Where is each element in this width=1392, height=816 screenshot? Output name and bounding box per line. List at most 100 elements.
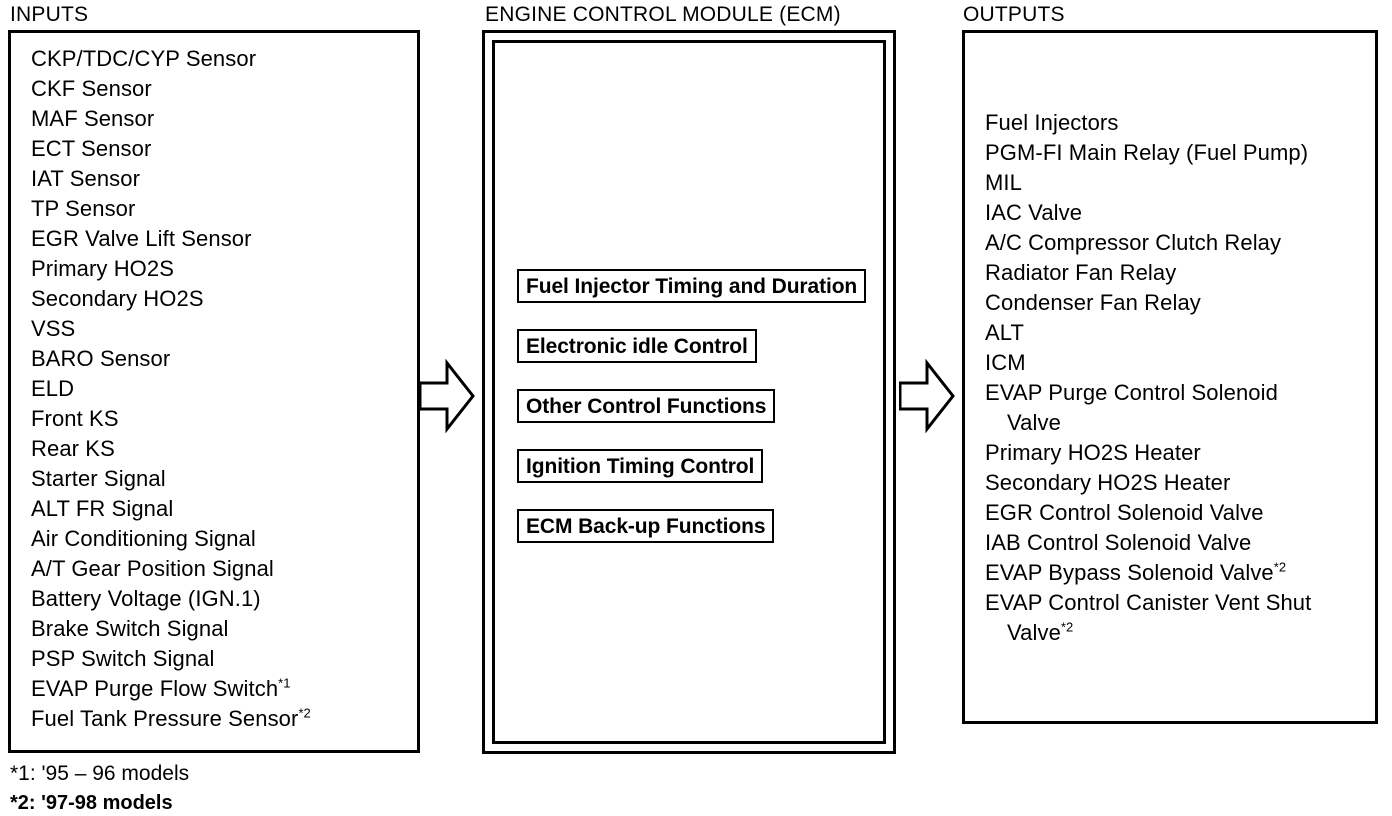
footnote-marker: *1 xyxy=(278,675,291,691)
list-item: Secondary HO2S xyxy=(31,284,409,314)
list-item: Valve*2 xyxy=(985,618,1367,648)
ecm-function-label: Electronic idle Control xyxy=(526,334,748,358)
ecm-inner-frame: Fuel Injector Timing and Duration Electr… xyxy=(492,40,886,744)
list-item: A/T Gear Position Signal xyxy=(31,554,409,584)
footnote-marker: *2 xyxy=(298,705,311,721)
ecm-function-label: Ignition Timing Control xyxy=(526,454,755,478)
list-item-label: Starter Signal xyxy=(31,466,166,491)
list-item: Air Conditioning Signal xyxy=(31,524,409,554)
list-item-label: EVAP Purge Flow Switch xyxy=(31,676,279,701)
footnote-2: *2: '97-98 models xyxy=(10,792,173,814)
list-item: TP Sensor xyxy=(31,194,409,224)
list-item: EVAP Bypass Solenoid Valve*2 xyxy=(985,558,1367,588)
list-item: PGM-FI Main Relay (Fuel Pump) xyxy=(985,138,1367,168)
ecm-function-box: ECM Back-up Functions xyxy=(517,509,775,543)
list-item: EVAP Purge Control Solenoid xyxy=(985,378,1367,408)
ecm-function-box: Fuel Injector Timing and Duration xyxy=(517,269,867,303)
list-item-label: IAC Valve xyxy=(985,200,1083,225)
list-item: ICM xyxy=(985,348,1367,378)
ecm-function-label: Other Control Functions xyxy=(526,394,767,418)
list-item: VSS xyxy=(31,314,409,344)
list-item: CKP/TDC/CYP Sensor xyxy=(31,44,409,74)
list-item-label: Air Conditioning Signal xyxy=(31,526,256,551)
footnote-1: *1: '95 – 96 models xyxy=(10,762,190,785)
list-item-label: ECT Sensor xyxy=(31,136,152,161)
list-item-label: EVAP Bypass Solenoid Valve xyxy=(985,560,1274,585)
list-item-label: Valve xyxy=(1007,620,1061,645)
list-item: IAC Valve xyxy=(985,198,1367,228)
list-item: ALT FR Signal xyxy=(31,494,409,524)
list-item: Battery Voltage (IGN.1) xyxy=(31,584,409,614)
list-item: PSP Switch Signal xyxy=(31,644,409,674)
ecm-panel: Fuel Injector Timing and Duration Electr… xyxy=(482,30,896,754)
list-item-label: Front KS xyxy=(31,406,119,431)
list-item: Primary HO2S xyxy=(31,254,409,284)
list-item: Fuel Tank Pressure Sensor*2 xyxy=(31,704,409,734)
list-item-label: Fuel Tank Pressure Sensor xyxy=(31,706,299,731)
list-item-label: IAB Control Solenoid Valve xyxy=(985,530,1252,555)
list-item: Starter Signal xyxy=(31,464,409,494)
list-item: EGR Control Solenoid Valve xyxy=(985,498,1367,528)
list-item-label: MIL xyxy=(985,170,1022,195)
list-item: MIL xyxy=(985,168,1367,198)
list-item: Valve xyxy=(985,408,1367,438)
list-item-label: EGR Valve Lift Sensor xyxy=(31,226,252,251)
ecm-section-title: ENGINE CONTROL MODULE (ECM) xyxy=(485,3,841,26)
list-item-label: Secondary HO2S Heater xyxy=(985,470,1231,495)
list-item-label: Rear KS xyxy=(31,436,115,461)
list-item: A/C Compressor Clutch Relay xyxy=(985,228,1367,258)
ecm-function-box: Electronic idle Control xyxy=(517,329,757,363)
right-arrow-icon xyxy=(899,358,955,434)
list-item-label: BARO Sensor xyxy=(31,346,171,371)
list-item: ALT xyxy=(985,318,1367,348)
list-item: IAT Sensor xyxy=(31,164,409,194)
footnote-marker: *2 xyxy=(1060,619,1074,635)
list-item: MAF Sensor xyxy=(31,104,409,134)
list-item: EVAP Control Canister Vent Shut xyxy=(985,588,1367,618)
list-item-label: Valve xyxy=(1007,410,1061,435)
list-item: BARO Sensor xyxy=(31,344,409,374)
list-item-label: IAT Sensor xyxy=(31,166,141,191)
list-item-label: ALT FR Signal xyxy=(31,496,174,521)
list-item-label: Primary HO2S xyxy=(31,256,174,281)
list-item-label: ICM xyxy=(985,350,1026,375)
list-item: Secondary HO2S Heater xyxy=(985,468,1367,498)
ecm-function-label: Fuel Injector Timing and Duration xyxy=(526,274,858,298)
ecm-function-box: Ignition Timing Control xyxy=(517,449,764,483)
list-item-label: CKP/TDC/CYP Sensor xyxy=(31,46,257,71)
list-item: CKF Sensor xyxy=(31,74,409,104)
list-item-label: A/C Compressor Clutch Relay xyxy=(985,230,1282,255)
list-item-label: Secondary HO2S xyxy=(31,286,204,311)
list-item: Brake Switch Signal xyxy=(31,614,409,644)
list-item-label: TP Sensor xyxy=(31,196,136,221)
list-item-label: EGR Control Solenoid Valve xyxy=(985,500,1264,525)
list-item-label: Brake Switch Signal xyxy=(31,616,229,641)
list-item: ELD xyxy=(31,374,409,404)
list-item: Fuel Injectors xyxy=(985,108,1367,138)
list-item: EGR Valve Lift Sensor xyxy=(31,224,409,254)
list-item-label: Primary HO2S Heater xyxy=(985,440,1201,465)
footnote-marker: *2 xyxy=(1273,559,1287,575)
list-item: ECT Sensor xyxy=(31,134,409,164)
list-item: IAB Control Solenoid Valve xyxy=(985,528,1367,558)
list-item-label: CKF Sensor xyxy=(31,76,152,101)
right-arrow-icon xyxy=(419,358,475,434)
list-item: Rear KS xyxy=(31,434,409,464)
list-item-label: Fuel Injectors xyxy=(985,110,1119,135)
list-item-label: EVAP Purge Control Solenoid xyxy=(985,380,1278,405)
list-item-label: Radiator Fan Relay xyxy=(985,260,1177,285)
list-item-label: MAF Sensor xyxy=(31,106,155,131)
list-item: EVAP Purge Flow Switch*1 xyxy=(31,674,409,704)
ecm-function-box: Other Control Functions xyxy=(517,389,776,423)
list-item: Condenser Fan Relay xyxy=(985,288,1367,318)
list-item-label: EVAP Control Canister Vent Shut xyxy=(985,590,1312,615)
list-item: Primary HO2S Heater xyxy=(985,438,1367,468)
ecm-function-label: ECM Back-up Functions xyxy=(526,514,766,538)
list-item: Front KS xyxy=(31,404,409,434)
list-item-label: ELD xyxy=(31,376,75,401)
list-item-label: PGM-FI Main Relay (Fuel Pump) xyxy=(985,140,1309,165)
list-item-label: ALT xyxy=(985,320,1025,345)
